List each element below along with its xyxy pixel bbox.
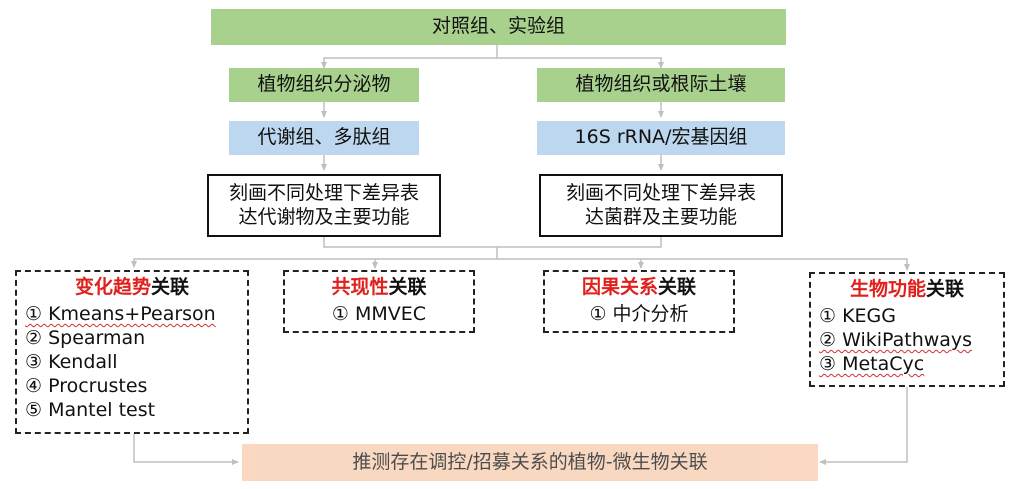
causal-panel: 因果关系关联 ① 中介分析 (543, 270, 735, 333)
panel-title: 生物功能关联 (849, 278, 965, 300)
list-item: ② Spearman (25, 326, 146, 349)
list-item: ③ Kendall (25, 350, 118, 373)
list-item: ④ Procrustes (25, 374, 148, 397)
right-sample-box: 植物组织或根际土壤 (537, 68, 785, 102)
panel-title: 因果关系关联 (581, 276, 697, 298)
right-desc-line2: 达菌群及主要功能 (584, 205, 737, 228)
left-omics-label: 代谢组、多肽组 (257, 126, 391, 149)
panel-title: 变化趋势关联 (74, 276, 190, 298)
top-box-groups: 对照组、实验组 (211, 9, 786, 45)
bottom-label: 推测存在调控/招募关系的植物-微生物关联 (352, 450, 708, 473)
list-item: ⑤ Mantel test (25, 398, 156, 421)
list-item: ① MMVEC (331, 302, 427, 325)
left-sample-box: 植物组织分泌物 (229, 68, 419, 102)
panel-title: 共现性关联 (331, 276, 427, 298)
trend-correlation-panel: 变化趋势关联 ① Kmeans+Pearson ② Spearman ③ Ken… (15, 270, 249, 434)
right-sample-label: 植物组织或根际土壤 (575, 73, 747, 96)
left-desc-line1: 刻画不同处理下差异表 (228, 181, 419, 204)
right-desc-line1: 刻画不同处理下差异表 (565, 181, 756, 204)
left-sample-label: 植物组织分泌物 (257, 73, 391, 96)
list-item: ① Kmeans+Pearson (25, 302, 216, 325)
right-omics-label: 16S rRNA/宏基因组 (574, 126, 748, 149)
left-desc-box: 刻画不同处理下差异表 达代谢物及主要功能 (207, 174, 441, 237)
bottom-conclusion-box: 推测存在调控/招募关系的植物-微生物关联 (242, 444, 818, 481)
left-omics-box: 代谢组、多肽组 (229, 121, 419, 155)
right-desc-box: 刻画不同处理下差异表 达菌群及主要功能 (539, 174, 783, 237)
list-item: ③ MetaCyc (819, 352, 925, 375)
list-item: ① KEGG (819, 304, 896, 327)
list-item: ② WikiPathways (819, 328, 973, 351)
cooccurrence-panel: 共现性关联 ① MMVEC (283, 270, 475, 333)
function-panel: 生物功能关联 ① KEGG ② WikiPathways ③ MetaCyc (809, 272, 1005, 387)
left-desc-line2: 达代谢物及主要功能 (238, 205, 410, 228)
top-label: 对照组、实验组 (431, 15, 565, 38)
right-omics-box: 16S rRNA/宏基因组 (537, 121, 785, 155)
list-item: ① 中介分析 (589, 302, 689, 325)
